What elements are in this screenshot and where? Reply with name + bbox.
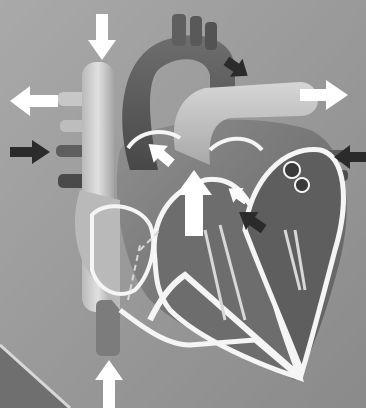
pulmonary-vein-opening-1 [284, 162, 300, 178]
pulmonary-vein-opening-2 [295, 178, 309, 192]
inferior-vena-cava [96, 300, 120, 356]
left-subclavian-artery [205, 22, 217, 50]
left-common-carotid-artery [190, 16, 202, 46]
brachiocephalic-artery [172, 14, 186, 46]
